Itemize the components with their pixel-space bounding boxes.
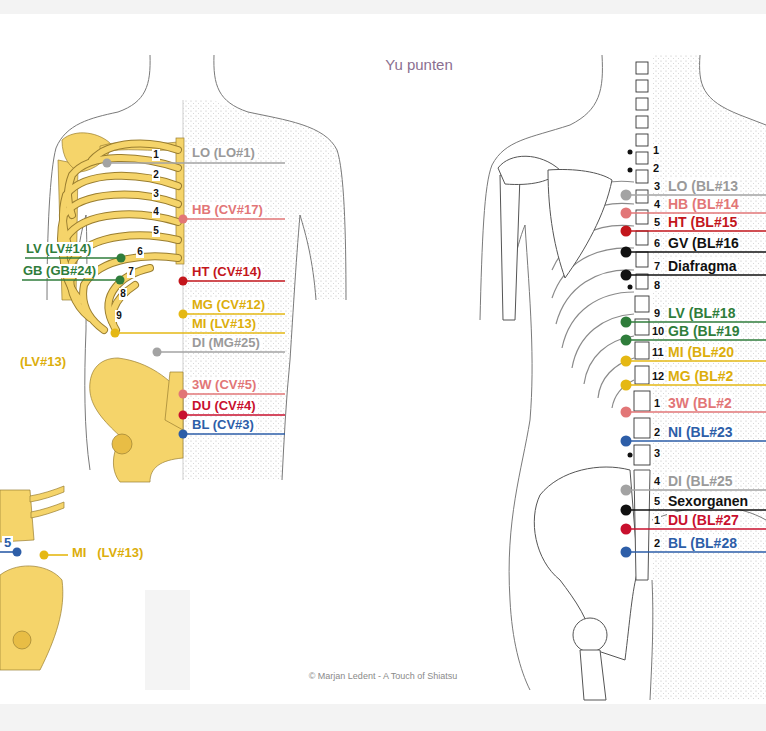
callout-number: 9: [115, 310, 123, 322]
callout-number: 4: [653, 198, 661, 211]
callout-number: 7: [127, 266, 135, 278]
callout-number: 3: [653, 447, 661, 460]
callout-number: 1: [653, 514, 661, 527]
callout-number: 1: [653, 397, 661, 410]
point-label: LO (BL#13: [667, 178, 739, 194]
point-label: GB (BL#19: [667, 323, 741, 339]
callout-number: 8: [119, 288, 127, 300]
callout-number: 1: [652, 144, 660, 157]
point-label: NI (BL#23: [667, 424, 734, 440]
point-label: HB (CV#17): [190, 203, 265, 218]
point-label: MG (CV#12): [190, 298, 267, 313]
callout-number: 8: [653, 279, 661, 292]
callout-number: 11: [651, 346, 665, 359]
point-label: BL (BL#28: [667, 535, 738, 551]
callout-number: 10: [651, 325, 665, 338]
point-label: DI (MG#25): [190, 336, 262, 351]
point-label: LV (BL#18: [667, 305, 736, 321]
callout-number: 5: [653, 216, 661, 229]
page-title: Yu punten: [385, 56, 453, 73]
point-label: MG (BL#2: [667, 368, 734, 384]
point-label: HT (CV#14): [190, 265, 263, 280]
copyright-note: © Marjan Ledent - A Touch of Shiatsu: [309, 671, 458, 681]
point-label: MI (LV#13): [190, 317, 258, 332]
callout-number: 1: [152, 149, 160, 161]
callout-number: 6: [653, 237, 661, 250]
point-label: MI (BL#20: [667, 344, 735, 360]
point-label: DI (BL#25: [667, 473, 734, 489]
point-label: HT (BL#15: [667, 214, 738, 230]
point-label: Sexorganen: [667, 493, 749, 509]
point-label: 3W (BL#2: [667, 395, 733, 411]
callout-number: 3: [152, 188, 160, 200]
point-label: BL (CV#3): [190, 418, 256, 433]
callout-number: 6: [136, 246, 144, 258]
callout-number: 5: [653, 495, 661, 508]
point-label: 3W (CV#5): [190, 378, 258, 393]
point-label: 5: [2, 536, 13, 551]
callout-number: 4: [152, 206, 160, 218]
callout-number: 9: [653, 307, 661, 320]
point-label: GV (BL#16: [667, 235, 740, 251]
callout-number: 2: [652, 162, 660, 175]
callout-number: 2: [152, 169, 160, 181]
point-label: HB (BL#14: [667, 196, 740, 212]
point-label: DU (CV#4): [190, 399, 258, 414]
callout-number: 7: [653, 260, 661, 273]
point-label: LV (LV#14): [24, 242, 93, 257]
callout-number: 5: [152, 225, 160, 237]
point-label: MI (LV#13): [70, 546, 145, 561]
callout-number: 4: [653, 475, 661, 488]
point-label: LO (LO#1): [190, 146, 257, 161]
point-label: Diafragma: [667, 258, 737, 274]
callout-number: 2: [653, 537, 661, 550]
callout-number: 3: [653, 180, 661, 193]
callout-number: 12: [651, 370, 665, 383]
point-label: DU (BL#27: [667, 512, 740, 528]
callout-number: 2: [653, 426, 661, 439]
point-label: GB (GB#24): [21, 264, 98, 279]
point-label: (LV#13): [18, 355, 68, 370]
